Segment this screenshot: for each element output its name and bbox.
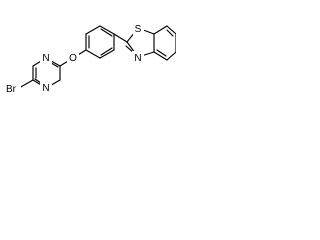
atom-label-br: Br [6,84,17,95]
bond-benzene-2 [85,25,101,35]
bond-benzene-3 [99,25,115,35]
molecule-drawing: Br N N O S N [1,22,176,95]
bond-benzene-6 [85,49,101,59]
bond-benzene-3-inner [100,28,113,37]
atom-n-thiazole: N [132,51,144,64]
bond-benzo-1 [153,25,168,35]
atom-s-thiazole: S [133,22,144,35]
atom-label-n-thiazole: N [134,53,141,64]
atom-label-n-top: N [42,53,49,64]
bond-benzo-2 [166,25,176,35]
atom-o-ether: O [67,51,79,64]
atom-br: Br [1,82,21,95]
bond-benzene-5-inner [100,47,113,56]
central-benzene-ring [85,25,115,59]
bond-benzo-5 [153,51,168,61]
bond-aryl-thiazole [113,33,128,43]
bond-benzo-2-inner [166,29,174,37]
bond-benzo-4 [166,51,176,61]
benzo-ring [153,25,176,61]
bond-c-br [18,79,34,89]
atom-label-s: S [135,24,142,35]
atom-label-n-bottom: N [42,83,49,94]
atom-label-o: O [69,53,77,64]
bond-benzene-5 [99,49,115,59]
bond-benzo-5-inner [156,49,167,57]
structure-diagram: Br N N O S N [0,0,176,108]
atom-n-pyrimidine-top: N [40,51,52,64]
atom-n-pyrimidine-bottom: N [40,81,52,94]
